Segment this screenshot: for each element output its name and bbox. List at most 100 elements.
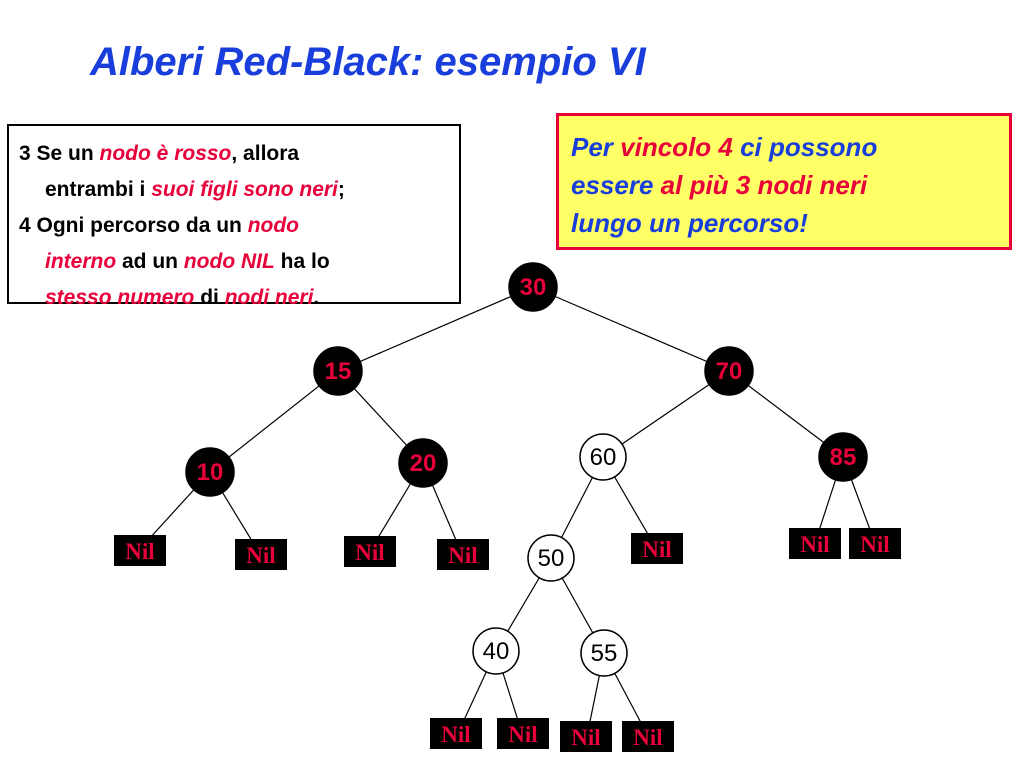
nil-leaf: Nil bbox=[789, 528, 841, 559]
nil-leaf: Nil bbox=[631, 533, 683, 564]
tree-node-60: 60 bbox=[579, 433, 627, 481]
rule-highlight: interno bbox=[45, 250, 117, 273]
node-label: 50 bbox=[538, 545, 565, 572]
node-label: 10 bbox=[197, 459, 224, 486]
nil-label: Nil bbox=[441, 722, 470, 747]
nil-box bbox=[497, 718, 549, 749]
nil-box bbox=[631, 533, 683, 564]
tree-node-85: 85 bbox=[818, 432, 868, 482]
nil-label: Nil bbox=[860, 532, 889, 557]
rule-highlight: nodo NIL bbox=[183, 250, 275, 273]
edge-70-60 bbox=[602, 370, 730, 458]
node-label: 85 bbox=[830, 444, 857, 471]
nil-leaf: Nil bbox=[622, 721, 674, 752]
nil-box bbox=[430, 718, 482, 749]
tree-node-55: 55 bbox=[580, 629, 628, 677]
rule-4-line-2: interno ad un nodo NIL ha lo bbox=[19, 244, 451, 280]
nil-leaf: Nil bbox=[430, 718, 482, 749]
tree-node-70: 70 bbox=[704, 346, 754, 396]
nil-leaf: Nil bbox=[114, 535, 166, 566]
nil-label: Nil bbox=[642, 537, 671, 562]
nil-box bbox=[560, 721, 612, 752]
tree-node-40: 40 bbox=[472, 627, 520, 675]
note-line-2: essere al più 3 nodi neri bbox=[571, 166, 997, 204]
nil-leaf: Nil bbox=[235, 539, 287, 570]
rule-highlight: suoi figli sono neri bbox=[151, 178, 338, 201]
nil-label: Nil bbox=[633, 725, 662, 750]
node-label: 30 bbox=[520, 274, 547, 301]
nil-box bbox=[437, 539, 489, 570]
nil-label: Nil bbox=[355, 540, 384, 565]
rule-4-line-3: stesso numero di nodi neri. bbox=[19, 280, 451, 316]
note-highlight: vincolo 4 bbox=[620, 132, 733, 162]
node-circle bbox=[704, 346, 754, 396]
nil-label: Nil bbox=[448, 543, 477, 568]
nil-leaf: Nil bbox=[849, 528, 901, 559]
nil-leaf: Nil bbox=[497, 718, 549, 749]
nil-label: Nil bbox=[125, 539, 154, 564]
node-circle bbox=[580, 629, 628, 677]
nil-label: Nil bbox=[800, 532, 829, 557]
rule-text: 4 Ogni percorso da un bbox=[19, 214, 248, 237]
note-text: essere bbox=[571, 170, 661, 200]
nil-leaf: Nil bbox=[437, 539, 489, 570]
note-text: lungo un percorso! bbox=[571, 208, 808, 238]
rule-highlight: nodi neri bbox=[224, 286, 314, 309]
tree-node-50: 50 bbox=[527, 534, 575, 582]
rules-box: 3 Se un nodo è rosso, allora entrambi i … bbox=[7, 124, 461, 309]
edge-30-15 bbox=[337, 286, 534, 372]
tree-nodes: 30 15 70 10 20 60 85 50 bbox=[185, 262, 868, 677]
rule-text: ; bbox=[337, 178, 345, 201]
node-circle bbox=[472, 627, 520, 675]
nil-box bbox=[235, 539, 287, 570]
edge-30-70 bbox=[532, 286, 730, 372]
tree-node-30: 30 bbox=[508, 262, 558, 312]
nil-label: Nil bbox=[571, 725, 600, 750]
rule-text: , allora bbox=[231, 142, 300, 165]
node-circle bbox=[398, 438, 448, 488]
edge-15-10 bbox=[209, 370, 339, 473]
node-circle bbox=[508, 262, 558, 312]
rule-4-line-1: 4 Ogni percorso da un nodo bbox=[19, 208, 451, 244]
node-circle bbox=[579, 433, 627, 481]
rule-text: di bbox=[194, 286, 225, 309]
rule-3-line-1: 3 Se un nodo è rosso, allora bbox=[19, 136, 451, 172]
note-highlight: al più 3 nodi neri bbox=[660, 170, 868, 200]
rule-text: ad un bbox=[116, 250, 184, 273]
rule-3-line-2: entrambi i suoi figli sono neri; bbox=[19, 172, 451, 208]
node-circle bbox=[185, 447, 235, 497]
node-circle bbox=[313, 346, 363, 396]
nil-label: Nil bbox=[508, 722, 537, 747]
nil-leaf: Nil bbox=[344, 536, 396, 567]
nil-box bbox=[789, 528, 841, 559]
nil-leaves: Nil Nil Nil Nil Nil Nil Nil Nil bbox=[114, 528, 901, 752]
rule-text: entrambi i bbox=[45, 178, 152, 201]
note-text: ci possono bbox=[732, 132, 878, 162]
slide-title: Alberi Red-Black: esempio VI bbox=[90, 40, 646, 84]
nil-box bbox=[849, 528, 901, 559]
rule-text: ha lo bbox=[274, 250, 330, 273]
tree-node-15: 15 bbox=[313, 346, 363, 396]
rule-highlight: stesso numero bbox=[45, 286, 195, 309]
rule-text: 3 Se un bbox=[19, 142, 100, 165]
rule-highlight: nodo è rosso bbox=[99, 142, 232, 165]
tree-node-10: 10 bbox=[185, 447, 235, 497]
node-label: 70 bbox=[716, 358, 743, 385]
node-label: 40 bbox=[483, 638, 510, 665]
nil-box bbox=[622, 721, 674, 752]
node-circle bbox=[527, 534, 575, 582]
rule-highlight: nodo bbox=[247, 214, 300, 237]
nil-leaf: Nil bbox=[560, 721, 612, 752]
node-circle bbox=[818, 432, 868, 482]
node-label: 60 bbox=[590, 444, 617, 471]
node-label: 55 bbox=[591, 640, 618, 667]
note-line-3: lungo un percorso! bbox=[571, 204, 997, 242]
note-line-1: Per vincolo 4 ci possono bbox=[571, 128, 997, 166]
nil-box bbox=[344, 536, 396, 567]
nil-label: Nil bbox=[246, 543, 275, 568]
note-text: Per bbox=[571, 132, 621, 162]
node-label: 20 bbox=[410, 450, 437, 477]
tree-node-20: 20 bbox=[398, 438, 448, 488]
note-box: Per vincolo 4 ci possono essere al più 3… bbox=[556, 113, 1012, 250]
